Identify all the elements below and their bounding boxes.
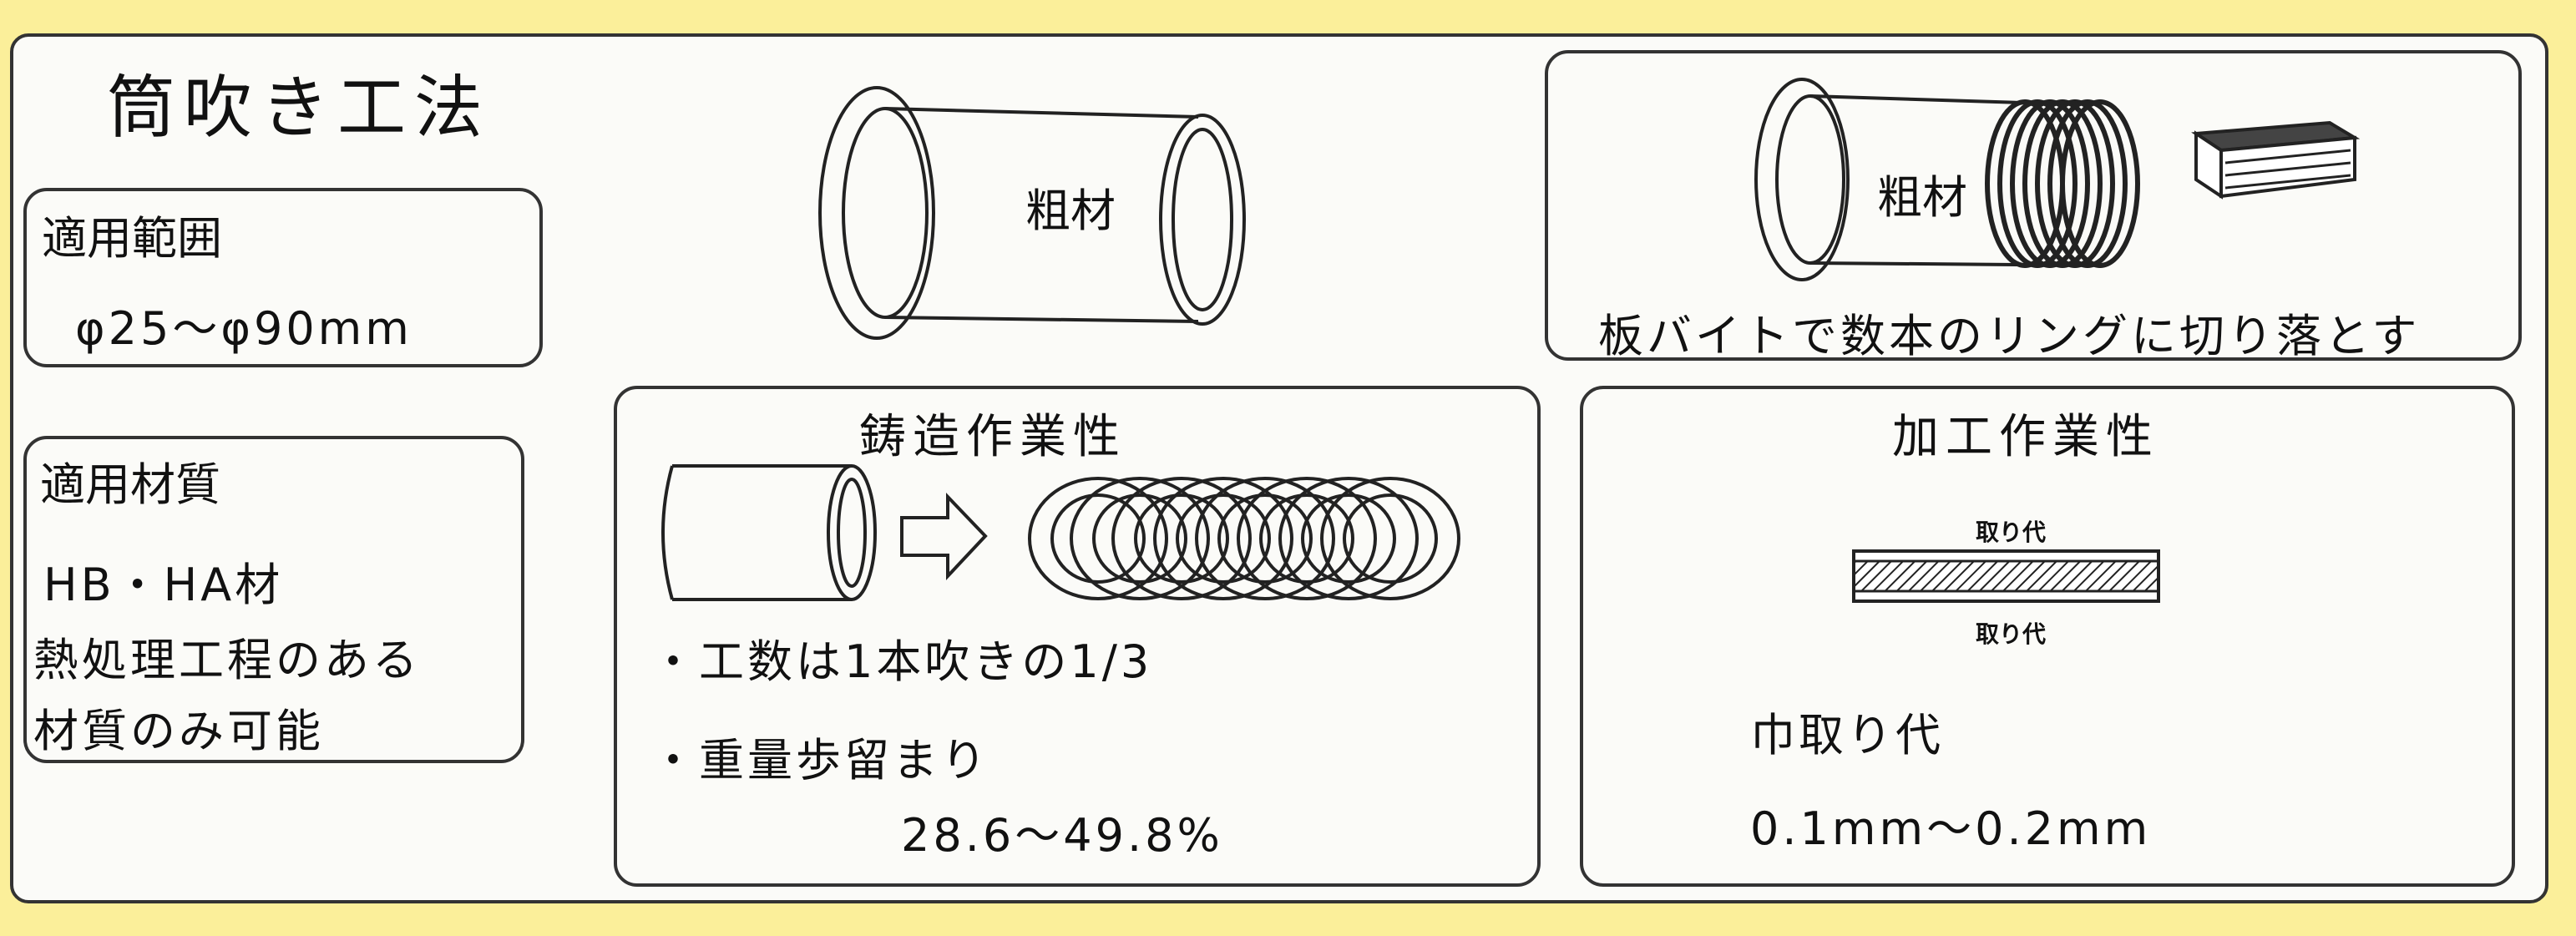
cutting-box: 板バイトで数本のリングに切り落とす bbox=[1545, 50, 2522, 362]
allowance-top-label: 取り代 bbox=[1976, 519, 2047, 546]
allowance-bottom-label: 取り代 bbox=[1976, 620, 2047, 648]
arrow-icon bbox=[900, 493, 988, 581]
material-label: 適用材質 bbox=[40, 458, 220, 511]
raw-pipe-illustration bbox=[818, 86, 1246, 340]
width-allowance-value: 0.1mm〜0.2mm bbox=[1750, 802, 2152, 855]
scope-box: 適用範囲 φ25〜φ90mm bbox=[23, 188, 543, 367]
cutting-tool bbox=[2191, 120, 2361, 200]
casting-bullet-1: ・工数は1本吹きの1/3 bbox=[650, 635, 1153, 688]
scope-label: 適用範囲 bbox=[42, 212, 222, 265]
material-line-3: 材質のみ可能 bbox=[33, 705, 324, 757]
width-allowance-label: 巾取り代 bbox=[1750, 709, 1944, 761]
ring-cutting-illustration bbox=[1754, 78, 2361, 281]
material-line-1: HB・HA材 bbox=[43, 559, 284, 611]
material-box: 適用材質 HB・HA材 熱処理工程のある 材質のみ可能 bbox=[23, 436, 524, 763]
casting-box: 鋳造作業性 ・工数は1本吹きの1/3 ・重量歩留まり 28.6〜49.8% bbox=[614, 386, 1541, 887]
raw-part-label: 粗材 bbox=[1025, 185, 1116, 237]
machining-box: 加工作業性 取り代 取り代 巾取り代 0.1mm〜0.2mm bbox=[1580, 386, 2515, 887]
scope-value: φ25〜φ90mm bbox=[75, 302, 412, 355]
casting-bullet-2: ・重量歩留まり bbox=[650, 734, 989, 787]
cutting-part-label: 粗材 bbox=[1877, 171, 1967, 224]
cut-rings bbox=[1028, 477, 1460, 600]
machining-title: 加工作業性 bbox=[1892, 410, 2159, 464]
casting-bullet-2-value: 28.6〜49.8% bbox=[901, 809, 1223, 862]
ring-cross-section bbox=[1852, 549, 2160, 603]
casting-title: 鋳造作業性 bbox=[859, 410, 1126, 464]
casting-illustration bbox=[661, 464, 1460, 601]
cast-tube bbox=[661, 464, 877, 601]
cutting-caption: 板バイトで数本のリングに切り落とす bbox=[1598, 310, 2421, 362]
material-line-2: 熱処理工程のある bbox=[33, 634, 421, 686]
page-title: 筒吹き工法 bbox=[107, 68, 492, 148]
